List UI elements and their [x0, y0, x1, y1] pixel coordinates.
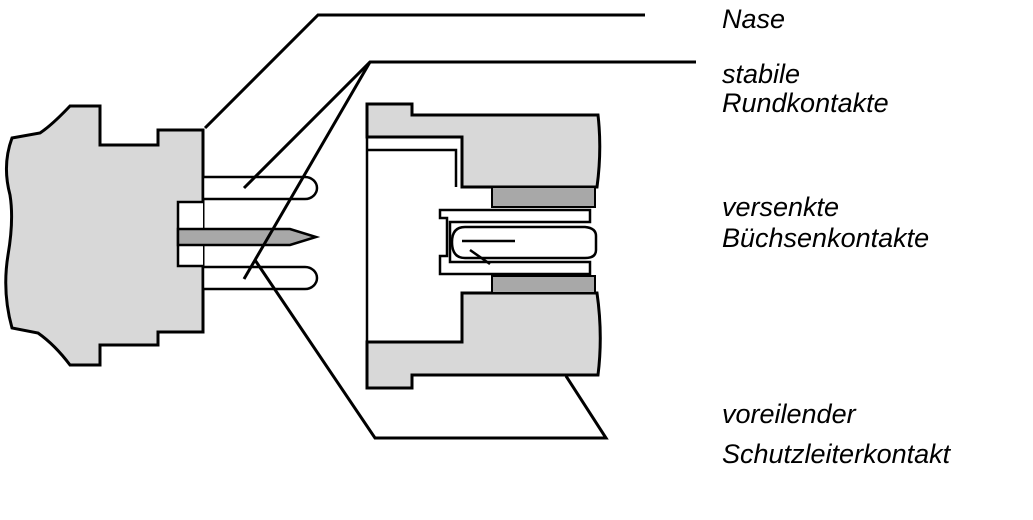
socket-contact-slit — [469, 248, 491, 266]
leader-earth-contact — [253, 259, 609, 440]
label-round-contacts-line2: Rundkontakte — [722, 88, 889, 118]
socket-inner-line — [367, 148, 458, 187]
label-socket-contacts-line2: Büchsenkontakte — [722, 223, 930, 253]
label-earth-contact-line1: voreilender — [722, 399, 856, 429]
leader-round-contacts-b — [242, 61, 372, 280]
round-contact-pin-bottom — [201, 265, 319, 291]
label-socket-contacts-line1: versenkte — [722, 192, 840, 222]
socket-contact-bar-top — [491, 186, 596, 208]
label-nose: Nase — [722, 4, 786, 34]
socket-contact-bar-bottom — [491, 275, 596, 294]
plug-body — [4, 104, 205, 367]
label-round-contacts-line1: stabile — [722, 59, 801, 89]
leader-nose — [203, 13, 645, 130]
socket-housing — [365, 102, 602, 189]
socket-contact-spring — [438, 208, 592, 276]
socket-contact-tube — [450, 225, 598, 260]
label-earth-contact-line2: Schutzleiterkontakt — [722, 439, 951, 469]
socket-housing-lower — [365, 291, 602, 390]
round-contact-pin-top — [201, 175, 319, 201]
earth-contact-pin — [176, 227, 321, 247]
